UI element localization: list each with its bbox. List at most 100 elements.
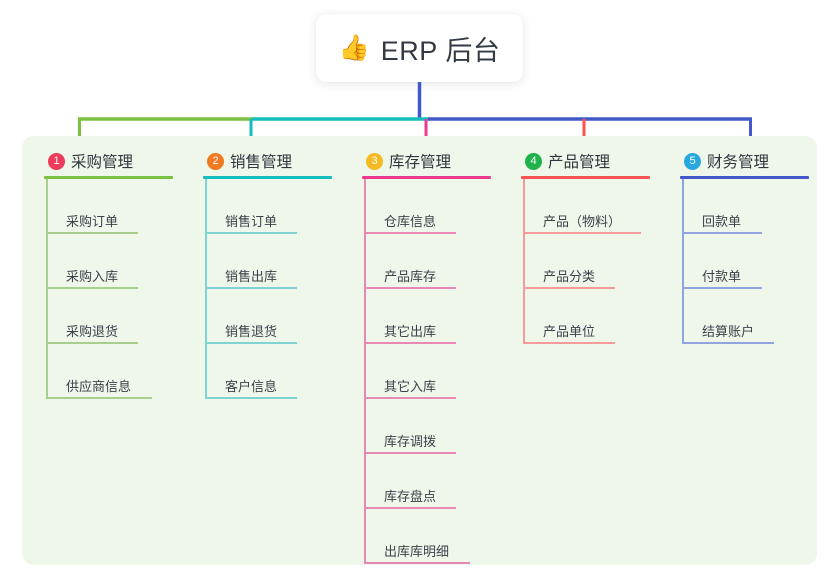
branch-item[interactable]: 产品单位 [523, 289, 658, 344]
branch-item-underline [205, 397, 297, 399]
branch-badge: 3 [366, 152, 383, 170]
branch-spine [523, 179, 525, 344]
branch-item[interactable]: 采购退货 [46, 289, 181, 344]
branch-item-underline [364, 397, 456, 399]
branch-item-label: 采购订单 [66, 214, 119, 229]
branch-item-label: 付款单 [702, 269, 742, 284]
branch-item-underline [523, 287, 615, 289]
branch-item-label: 产品单位 [543, 324, 596, 339]
branch-badge: 1 [48, 152, 65, 170]
branch-item[interactable]: 库存调拨 [364, 399, 499, 454]
branch-header-1[interactable]: 1 采购管理 [38, 146, 181, 176]
branch-item[interactable]: 仓库信息 [364, 179, 499, 234]
branch-item-label: 采购入库 [66, 269, 119, 284]
branch-item-label: 销售退货 [225, 324, 278, 339]
branch-badge: 4 [525, 152, 542, 170]
branch-item[interactable]: 采购入库 [46, 234, 181, 289]
branch-header-3[interactable]: 3 库存管理 [356, 146, 499, 176]
branch-spine [364, 179, 366, 564]
branch-item[interactable]: 出库库明细 [364, 509, 499, 564]
branch-item-underline [364, 342, 456, 344]
branch-item[interactable]: 产品库存 [364, 234, 499, 289]
branch-item-label: 产品库存 [384, 269, 437, 284]
branch-item[interactable]: 客户信息 [205, 344, 340, 399]
branch-item-underline [364, 507, 456, 509]
branch-item-list: 采购订单采购入库采购退货供应商信息 [46, 179, 181, 399]
branch-item[interactable]: 销售退货 [205, 289, 340, 344]
branch-item-list: 回款单付款单结算账户 [682, 179, 817, 344]
branch-item[interactable]: 其它入库 [364, 344, 499, 399]
branch-item-underline [205, 342, 297, 344]
branch-spine [682, 179, 684, 344]
branch-title: 库存管理 [389, 154, 452, 171]
branch-item-underline [364, 562, 470, 564]
root-node[interactable]: 👍 ERP 后台 [316, 14, 523, 82]
branch-header-4[interactable]: 4 产品管理 [515, 146, 658, 176]
branch-item[interactable]: 付款单 [682, 234, 817, 289]
branch-item-underline [523, 342, 615, 344]
branch-spine [205, 179, 207, 399]
thumbs-up-icon: 👍 [338, 33, 370, 62]
root-title: ERP 后台 [380, 35, 501, 66]
branch-underline-bar [680, 176, 809, 179]
branch-item[interactable]: 产品（物料） [523, 179, 658, 234]
branch-item[interactable]: 采购订单 [46, 179, 181, 234]
branch-item[interactable]: 销售出库 [205, 234, 340, 289]
branch-item-label: 仓库信息 [384, 214, 437, 229]
branch-item-label: 产品分类 [543, 269, 596, 284]
branch-item[interactable]: 结算账户 [682, 289, 817, 344]
branch-item[interactable]: 回款单 [682, 179, 817, 234]
branch-item-underline [205, 232, 297, 234]
branch-header-5[interactable]: 5 财务管理 [674, 146, 817, 176]
branch-item-underline [682, 232, 762, 234]
branch-item-label: 采购退货 [66, 324, 119, 339]
branch-column-3: 3 库存管理仓库信息产品库存其它出库其它入库库存调拨库存盘点出库库明细 [340, 146, 499, 565]
branch-item-underline [46, 232, 138, 234]
branch-item[interactable]: 销售订单 [205, 179, 340, 234]
branch-item-list: 销售订单销售出库销售退货客户信息 [205, 179, 340, 399]
branch-column-5: 5 财务管理回款单付款单结算账户 [658, 146, 817, 565]
branch-item-label: 出库库明细 [384, 544, 450, 559]
branch-underline-bar [521, 176, 650, 179]
branch-item-underline [46, 287, 138, 289]
branch-badge: 5 [684, 152, 701, 170]
branch-item-label: 销售订单 [225, 214, 278, 229]
branch-item-underline [364, 232, 456, 234]
branch-item-label: 库存盘点 [384, 489, 437, 504]
branch-item-label: 其它出库 [384, 324, 437, 339]
branch-title: 产品管理 [548, 154, 611, 171]
branch-title: 采购管理 [71, 154, 134, 171]
branch-title: 销售管理 [230, 154, 293, 171]
branch-underline-bar [44, 176, 173, 179]
branch-item-label: 客户信息 [225, 379, 278, 394]
branch-item-list: 仓库信息产品库存其它出库其它入库库存调拨库存盘点出库库明细 [364, 179, 499, 564]
branch-item-underline [46, 397, 152, 399]
branch-item-underline [205, 287, 297, 289]
branch-item-underline [523, 232, 641, 234]
branch-column-4: 4 产品管理产品（物料） 产品分类产品单位 [499, 146, 658, 565]
branch-item-label: 库存调拨 [384, 434, 437, 449]
branch-spine [46, 179, 48, 399]
branches-panel [22, 136, 817, 565]
branch-item[interactable]: 供应商信息 [46, 344, 181, 399]
branch-item-underline [682, 342, 774, 344]
branch-item-underline [364, 452, 456, 454]
branch-item-underline [682, 287, 762, 289]
branch-item-label: 其它入库 [384, 379, 437, 394]
branch-item-underline [364, 287, 456, 289]
branch-column-1: 1 采购管理采购订单采购入库采购退货供应商信息 [22, 146, 181, 565]
branch-item[interactable]: 产品分类 [523, 234, 658, 289]
branch-item-label: 结算账户 [702, 324, 755, 339]
branch-item-label: 产品（物料） [543, 214, 622, 229]
branch-item-underline [46, 342, 138, 344]
branch-item-label: 销售出库 [225, 269, 278, 284]
branch-item[interactable]: 其它出库 [364, 289, 499, 344]
branch-item[interactable]: 库存盘点 [364, 454, 499, 509]
branch-item-list: 产品（物料） 产品分类产品单位 [523, 179, 658, 344]
branch-item-label: 回款单 [702, 214, 742, 229]
branch-title: 财务管理 [707, 154, 770, 171]
